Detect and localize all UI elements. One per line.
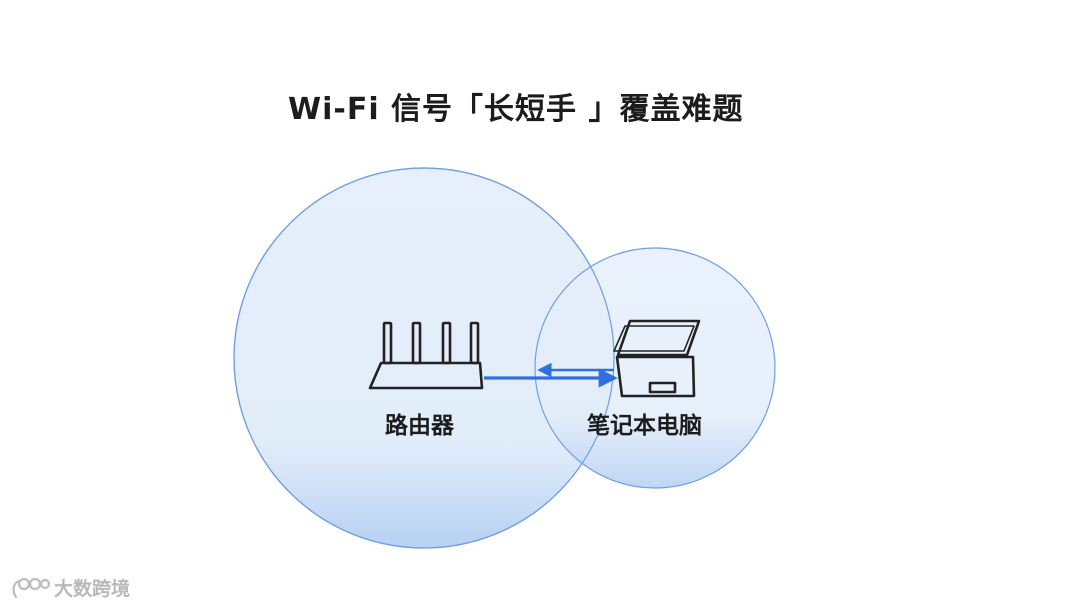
signal-link	[484, 362, 618, 388]
brand-logo-icon	[12, 577, 50, 598]
router-coverage-outline	[233, 167, 615, 549]
laptop-label: 笔记本电脑	[587, 413, 702, 439]
router-icon	[368, 321, 484, 390]
diagram-title: Wi-Fi 信号「长短手 」覆盖难题	[288, 92, 744, 127]
laptop-coverage-circle	[534, 247, 776, 489]
watermark-text: 大数跨境	[54, 578, 131, 600]
laptop-icon	[613, 319, 701, 398]
router-label: 路由器	[385, 413, 454, 439]
watermark: 大数跨境	[10, 574, 130, 601]
